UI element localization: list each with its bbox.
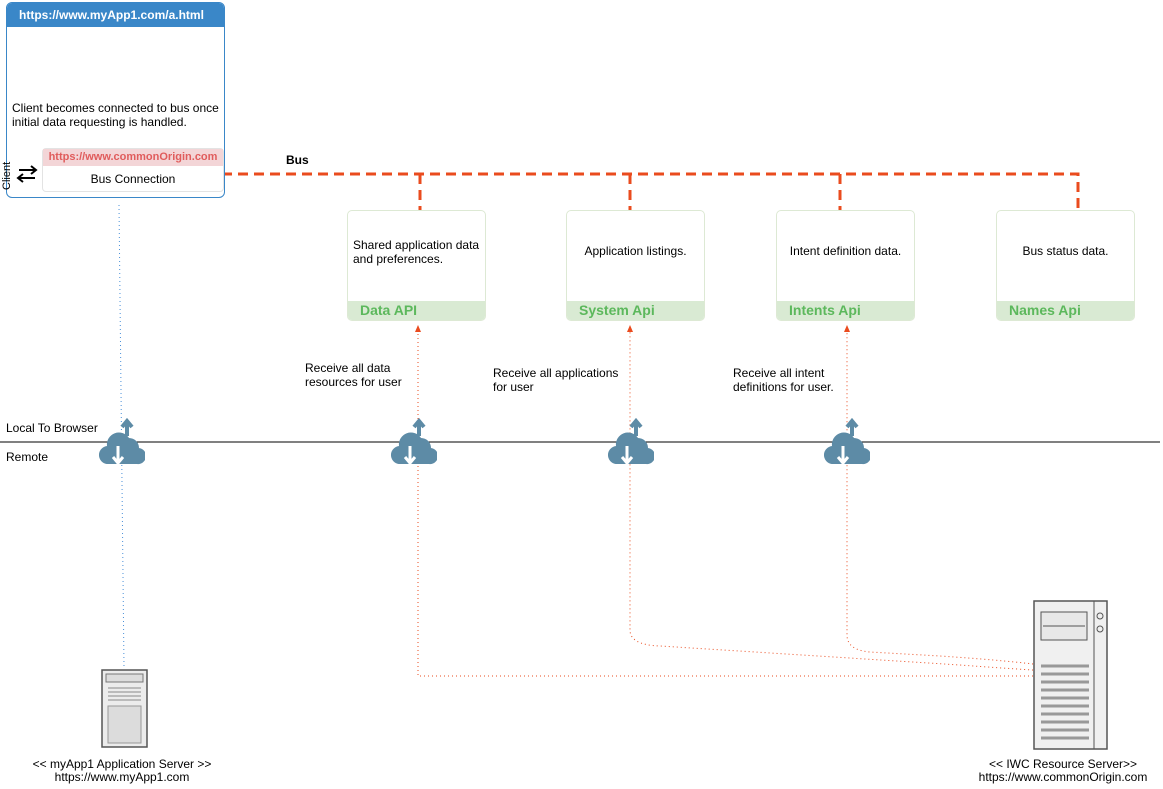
api-name: Data API xyxy=(348,301,485,320)
browser-window: https://www.myApp1.com/a.html Client bec… xyxy=(6,2,225,198)
bus-connection-origin: https://www.commonOrigin.com xyxy=(43,149,223,166)
server-icon xyxy=(1033,600,1108,750)
cloud-transfer-icon xyxy=(391,418,437,466)
zone-label-local: Local To Browser xyxy=(6,421,98,435)
bus-label: Bus xyxy=(286,153,309,167)
api-description: Application listings. xyxy=(584,244,687,258)
request-note-data: Receive all data resources for user xyxy=(305,361,402,389)
bus-line xyxy=(206,172,1080,214)
api-description: Intent definition data. xyxy=(789,244,902,258)
zone-label-remote: Remote xyxy=(6,450,49,464)
client-label: Client xyxy=(1,161,13,190)
iwc-server-name: << IWC Resource Server>> xyxy=(988,757,1138,771)
request-note-system: Receive all applications for user xyxy=(493,366,619,394)
api-name: System Api xyxy=(567,301,704,320)
cloud-transfer-icon xyxy=(824,418,870,466)
api-box-data: Shared application data and preferences.… xyxy=(347,210,486,321)
bus-connection-label: Bus Connection xyxy=(90,172,176,186)
api-box-names: Bus status data. Names Api xyxy=(996,210,1135,321)
api-description: Bus status data. xyxy=(1022,244,1109,258)
iwc-link-intents xyxy=(846,332,1034,665)
iwc-server-url: https://www.commonOrigin.com xyxy=(978,770,1148,784)
app-server-url: https://www.myApp1.com xyxy=(54,770,190,784)
api-name: Intents Api xyxy=(777,301,914,320)
arrowhead-data xyxy=(415,325,421,332)
iwc-link-system xyxy=(629,332,1034,671)
cloud-transfer-icon xyxy=(99,418,145,466)
request-note-intents: Receive all intent definitions for user. xyxy=(733,366,834,394)
arrowhead-intents xyxy=(844,325,850,332)
api-box-system: Application listings. System Api xyxy=(566,210,705,321)
cloud-transfer-icon xyxy=(608,418,654,466)
server-icon xyxy=(101,669,148,748)
api-description: Shared application data and preferences. xyxy=(353,238,480,266)
bus-connection-box: https://www.commonOrigin.com Bus Connect… xyxy=(42,148,224,192)
browser-url[interactable]: https://www.myApp1.com/a.html xyxy=(7,3,224,27)
swap-arrows-icon xyxy=(16,165,38,183)
app-server-name: << myApp1 Application Server >> xyxy=(32,757,212,771)
browser-note: Client becomes connected to bus once ini… xyxy=(12,101,219,129)
api-box-intents: Intent definition data. Intents Api xyxy=(776,210,915,321)
api-name: Names Api xyxy=(997,301,1134,320)
arrowhead-system xyxy=(627,325,633,332)
